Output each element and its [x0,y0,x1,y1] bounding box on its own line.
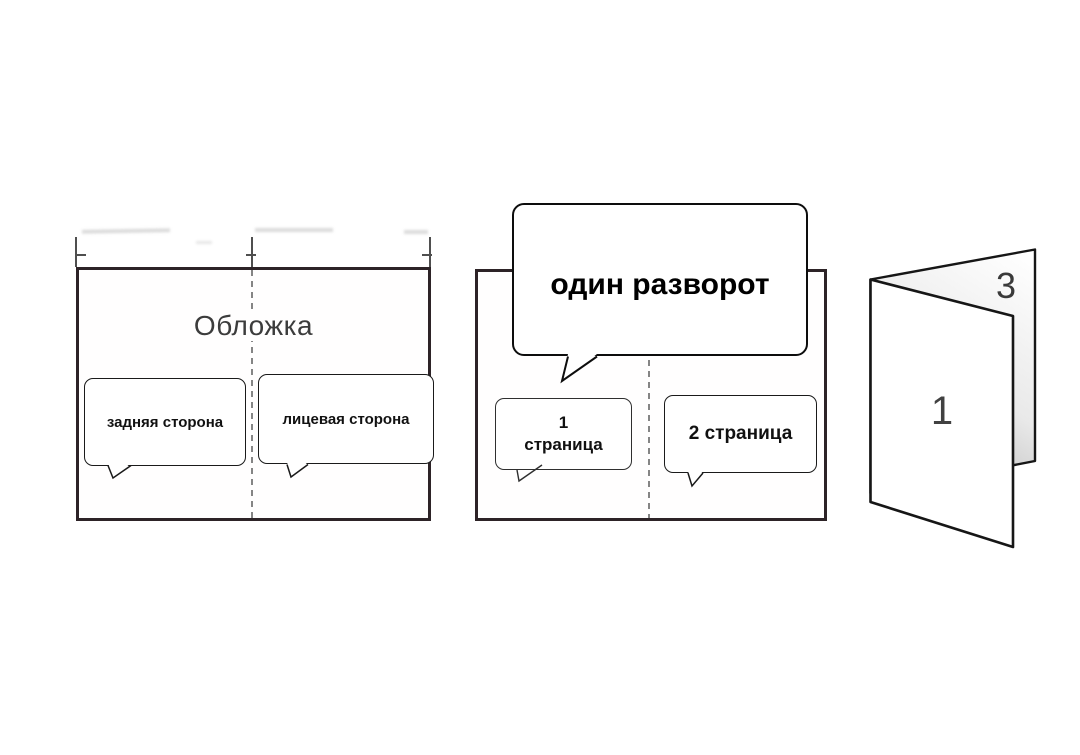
callout-spread-tail [560,354,598,384]
crop-tick-right [429,237,431,267]
tail-fill [287,462,308,477]
callout-page1-word: страница [524,435,603,454]
card-front-page-number: 1 [931,389,953,433]
callout-page2: 2 страница [664,395,817,473]
tail-stroke [107,464,132,480]
callout-page2-tail [687,471,704,488]
artifact-smudge [404,230,428,234]
callout-front-side-label: лицевая сторона [282,410,410,428]
callout-page1: 1 страница [495,398,632,470]
cover-fold-line [251,270,253,518]
cover-title-text: Обложка [183,310,324,341]
crop-tick-left [75,237,77,267]
crop-tick-center [251,237,253,267]
tail-stroke [286,463,309,479]
artifact-smudge [196,241,212,244]
callout-back-side: задняя сторона [84,378,246,466]
tail-stroke [687,472,704,488]
card-back-page-number: 3 [996,265,1016,306]
callout-page2-label: 2 страница [688,423,793,444]
callout-page1-tail [516,464,543,483]
tail-stroke [516,464,543,483]
card-front-page [869,278,1015,549]
tail-stroke [560,355,598,384]
folded-card: 3 1 [869,248,1037,549]
callout-page1-label: 1 страница [524,412,602,456]
artifact-smudge [81,228,171,234]
crop-tick-bar [76,254,86,256]
callout-back-side-tail [107,463,132,480]
callout-spread: один разворот [512,203,808,356]
crop-tick-bar [422,254,432,256]
callout-spread-label: один разворот [550,267,770,301]
spread-fold-line [648,272,650,518]
tail-fill [108,463,131,478]
cover-title: Обложка [76,310,431,342]
artifact-smudge [255,228,333,232]
crop-tick-bar [246,254,256,256]
callout-front-side: лицевая сторона [258,374,434,464]
callout-back-side-label: задняя сторона [106,413,224,431]
tail-fill [688,471,703,486]
callout-page1-number: 1 [558,412,569,432]
callout-front-side-tail [286,462,309,479]
